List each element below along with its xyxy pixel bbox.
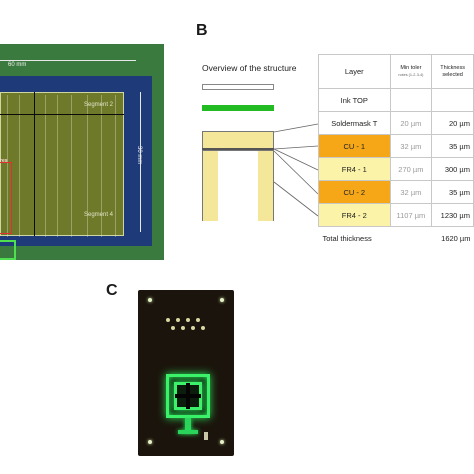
panel-a-pcb-layout: 60 mm Segment 2 Segment 4 30 mm res — [0, 44, 164, 260]
width-dimension-line — [0, 60, 136, 61]
layer-stack-table: Layer Min toler notes (1-2-3-4) Thicknes… — [318, 54, 474, 250]
highlight-region-red — [0, 162, 12, 234]
cell-thickness: 35 µm — [431, 134, 474, 158]
table-row: FR4 - 2 1107 µm 1230 µm — [318, 203, 474, 227]
cell-layer: FR4 - 2 — [318, 203, 391, 227]
cell-thickness: 1230 µm — [431, 203, 474, 227]
stack-copper-block — [202, 131, 274, 151]
cell-layer: Soldermask T — [318, 111, 391, 135]
table-row: CU - 1 32 µm 35 µm — [318, 134, 474, 158]
total-value: 1620 µm — [441, 233, 471, 243]
corner-marker — [148, 440, 152, 444]
panel-c-letter: C — [106, 282, 118, 299]
corner-marker — [148, 298, 152, 302]
table-header-row: Layer Min toler notes (1-2-3-4) Thicknes… — [318, 54, 474, 89]
cell-min: 32 µm — [389, 134, 433, 158]
board-area — [0, 92, 124, 237]
stack-ink-layer — [202, 84, 274, 90]
cell-min: 270 µm — [389, 157, 433, 181]
table-total-row: Total thickness 1620 µm — [319, 227, 474, 250]
stack-soldermask-layer — [202, 105, 274, 111]
header-min-toler: Min toler notes (1-2-3-4) — [389, 54, 433, 89]
segment-divider-horizontal — [0, 114, 124, 115]
highlight-region-label: res — [0, 158, 8, 164]
cell-layer: Ink TOP — [318, 88, 391, 112]
stack-fr4-right-leg — [258, 151, 274, 221]
header-thickness: Thickness selected — [431, 54, 474, 89]
header-min-toler-sub: notes (1-2-3-4) — [398, 72, 424, 77]
height-dimension-label: 30 mm — [136, 146, 142, 165]
table-row: FR4 - 1 270 µm 300 µm — [318, 157, 474, 181]
cell-thickness: 20 µm — [431, 111, 474, 135]
cross-mark-vertical — [186, 383, 190, 409]
corner-marker — [220, 440, 224, 444]
glowing-stem — [185, 418, 191, 432]
height-dimension-line — [140, 92, 141, 232]
stack-fr4-left-leg — [202, 151, 218, 221]
stack-leader-lines — [273, 123, 319, 217]
cell-min — [389, 88, 433, 112]
segment-label-top: Segment 2 — [84, 102, 114, 108]
cell-layer: FR4 - 1 — [318, 157, 391, 181]
cell-thickness: 300 µm — [431, 157, 474, 181]
side-pad — [204, 432, 208, 440]
cell-min: 20 µm — [389, 111, 433, 135]
glowing-stem-base — [178, 430, 198, 434]
segment-label-bottom: Segment 4 — [84, 212, 114, 218]
table-row: Soldermask T 20 µm 20 µm — [318, 111, 474, 135]
cell-layer: CU - 1 — [318, 134, 391, 158]
cell-layer: CU - 2 — [318, 180, 391, 204]
cell-min: 32 µm — [389, 180, 433, 204]
width-dimension-label: 60 mm — [8, 62, 27, 68]
glowing-square-outer — [166, 374, 210, 418]
header-min-toler-label: Min toler — [400, 64, 422, 71]
cell-thickness — [431, 88, 474, 112]
segment-divider-vertical — [34, 92, 35, 236]
panel-b-letter: B — [196, 22, 208, 39]
overview-title: Overview of the structure — [202, 63, 297, 73]
table-row: CU - 2 32 µm 35 µm — [318, 180, 474, 204]
cell-min: 1107 µm — [389, 203, 433, 227]
table-row: Ink TOP — [318, 88, 474, 112]
stack-inner-copper — [202, 148, 274, 150]
header-layer: Layer — [318, 54, 391, 89]
highlight-region-green — [0, 240, 16, 260]
cell-thickness: 35 µm — [431, 180, 474, 204]
total-label: Total thickness — [322, 233, 372, 243]
corner-marker — [220, 298, 224, 302]
